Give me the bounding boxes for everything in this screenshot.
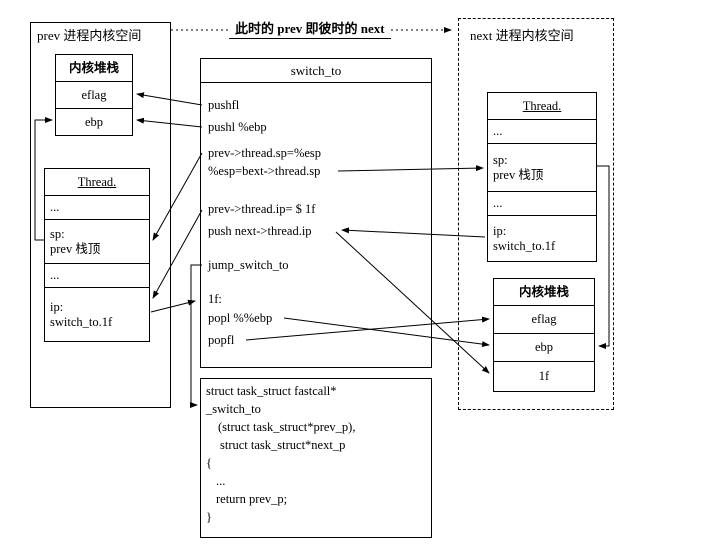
- asm-pushfl: pushfl: [208, 98, 240, 112]
- prev-thread-title-text: Thread.: [77, 174, 117, 189]
- prev-thread-ip-cell: ip: switch_to.1f: [45, 287, 149, 341]
- prev-kernel-stack-title-text: 内核堆栈: [68, 60, 119, 75]
- c-line-5: {: [206, 456, 212, 470]
- prev-equals-next-label: 此时的 prev 即彼时的 next: [229, 19, 391, 39]
- next-ip-label: ip:: [493, 223, 507, 238]
- prev-ebp-text: ebp: [84, 114, 104, 129]
- asm-load-sp: %esp=bext->thread.sp: [208, 164, 321, 178]
- prev-sp-label: sp:: [50, 226, 65, 241]
- next-1f-text: 1f: [538, 369, 550, 383]
- next-kernel-space-box: [458, 18, 614, 410]
- prev-ip-value: switch_to.1f: [50, 314, 113, 329]
- next-kernel-space-label: next 进程内核空间: [470, 28, 574, 43]
- next-sp-value: prev 栈顶: [493, 167, 544, 182]
- next-eflag-text: eflag: [531, 312, 557, 326]
- next-ebp-text: ebp: [534, 340, 554, 354]
- asm-push-next-ip: push next->thread.ip: [208, 224, 312, 238]
- prev-thread-ellipsis-2: ...: [45, 263, 149, 287]
- next-sp-label: sp:: [493, 152, 508, 167]
- c-line-7: return prev_p;: [216, 492, 288, 506]
- prev-stack-cell-ebp: ebp: [56, 108, 132, 135]
- next-kernel-stack-title-text: 内核堆栈: [518, 284, 569, 299]
- next-thread-title-text: Thread.: [522, 98, 562, 113]
- c-line-6: ...: [216, 474, 226, 488]
- prev-kernel-stack-table: 内核堆栈 eflag ebp: [55, 54, 133, 136]
- ellipsis-text: ...: [493, 124, 503, 138]
- asm-popfl: popfl: [208, 333, 235, 347]
- prev-stack-cell-eflag: eflag: [56, 81, 132, 108]
- next-thread-sp-cell: sp: prev 栈顶: [488, 143, 596, 191]
- asm-save-sp: prev->thread.sp=%esp: [208, 146, 322, 160]
- switch-to-box-title: switch_to: [201, 59, 431, 83]
- next-ip-value: switch_to.1f: [493, 238, 556, 253]
- next-thread-ellipsis-1: ...: [488, 119, 596, 143]
- c-line-4: struct task_struct*next_p: [220, 438, 346, 452]
- prev-sp-value: prev 栈顶: [50, 241, 101, 256]
- prev-thread-sp-cell: sp: prev 栈顶: [45, 219, 149, 263]
- c-line-1: struct task_struct fastcall*: [206, 384, 337, 398]
- prev-ip-label: ip:: [50, 299, 64, 314]
- next-thread-table: Thread. ... sp: prev 栈顶 ... ip: switch_t…: [487, 92, 597, 262]
- prev-thread-ellipsis-1: ...: [45, 195, 149, 219]
- ellipsis-text: ...: [50, 268, 60, 282]
- next-thread-ellipsis-2: ...: [488, 191, 596, 215]
- asm-pushl-ebp: pushl %ebp: [208, 120, 267, 134]
- asm-popl-ebp: popl %%ebp: [208, 311, 273, 325]
- c-line-3: (struct task_struct*prev_p),: [218, 420, 356, 434]
- prev-thread-table: Thread. ... sp: prev 栈顶 ... ip: switch_t…: [44, 168, 150, 342]
- next-kernel-stack-title: 内核堆栈: [494, 279, 594, 305]
- next-thread-title: Thread.: [488, 93, 596, 119]
- switch-to-function-box: [200, 378, 432, 538]
- ellipsis-text: ...: [50, 200, 60, 214]
- next-stack-cell-eflag: eflag: [494, 305, 594, 333]
- asm-jump-switch-to: jump_switch_to: [208, 258, 289, 272]
- asm-label-1f: 1f:: [208, 292, 222, 306]
- prev-kernel-stack-title: 内核堆栈: [56, 55, 132, 81]
- next-stack-cell-ebp: ebp: [494, 333, 594, 361]
- c-line-8: }: [206, 510, 212, 524]
- next-kernel-stack-table: 内核堆栈 eflag ebp 1f: [493, 278, 595, 392]
- next-thread-ip-cell: ip: switch_to.1f: [488, 215, 596, 261]
- asm-save-ip: prev->thread.ip= $ 1f: [208, 202, 316, 216]
- prev-kernel-space-label: prev 进程内核空间: [37, 28, 142, 43]
- c-line-2: _switch_to: [206, 402, 261, 416]
- prev-thread-title: Thread.: [45, 169, 149, 195]
- ellipsis-text: ...: [493, 196, 503, 210]
- prev-eflag-text: eflag: [81, 87, 107, 102]
- next-stack-cell-1f: 1f: [494, 361, 594, 391]
